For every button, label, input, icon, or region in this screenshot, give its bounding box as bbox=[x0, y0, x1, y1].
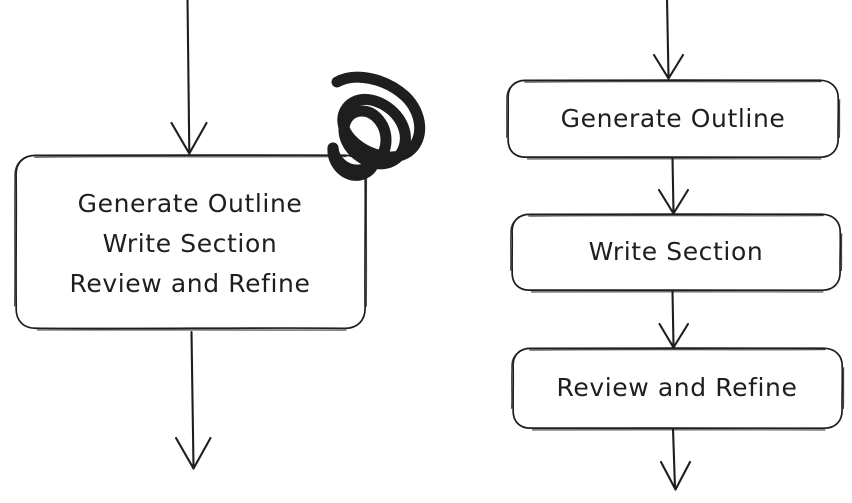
left-outgoing-arrow bbox=[174, 330, 212, 470]
left-node-label-line-3: Review and Refine bbox=[70, 269, 311, 298]
right-outgoing-arrow bbox=[659, 427, 692, 491]
left-incoming-arrow bbox=[170, 0, 208, 155]
right-diagram-group: Generate Outline Write Section bbox=[506, 0, 845, 491]
right-node-write-section[interactable]: Write Section bbox=[510, 213, 843, 293]
right-node-review-and-refine[interactable]: Review and Refine bbox=[511, 347, 845, 431]
right-node-label-1: Generate Outline bbox=[561, 104, 786, 133]
left-node-label-line-1: Generate Outline bbox=[78, 189, 303, 218]
right-incoming-arrow bbox=[652, 0, 685, 80]
left-diagram-group: Generate Outline Write Section Review an… bbox=[14, 0, 426, 470]
right-node-label-2: Write Section bbox=[589, 237, 764, 266]
right-connector-arrow-2-3 bbox=[658, 289, 690, 349]
scribble-annotation-icon bbox=[327, 71, 426, 181]
right-node-generate-outline[interactable]: Generate Outline bbox=[506, 79, 841, 160]
left-merged-node[interactable]: Generate Outline Write Section Review an… bbox=[14, 154, 368, 331]
right-connector-arrow-1-2 bbox=[657, 156, 690, 215]
left-node-label-line-2: Write Section bbox=[103, 229, 278, 258]
right-node-label-3: Review and Refine bbox=[557, 373, 798, 402]
